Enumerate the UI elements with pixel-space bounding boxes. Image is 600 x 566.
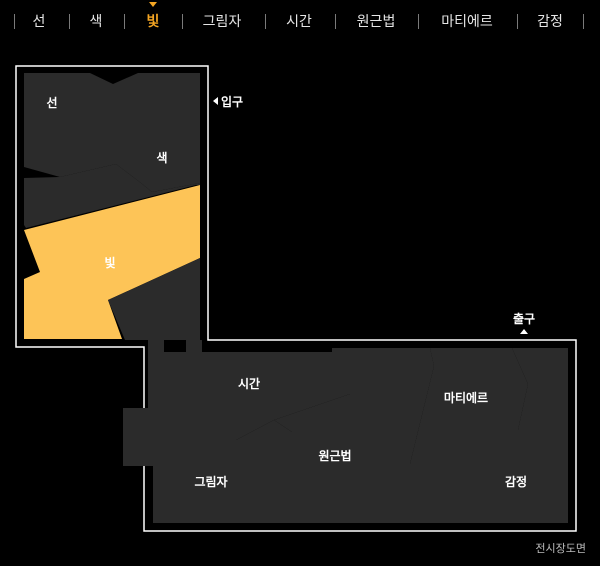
nav-item-emotion[interactable]: 감정: [537, 14, 563, 30]
entrance-arrow-icon: [213, 97, 218, 105]
nav-item-perspective[interactable]: 원근법: [356, 14, 396, 30]
exit-label: 출구: [513, 311, 535, 326]
nav-separator: [418, 14, 419, 29]
exit-arrow-icon: [520, 329, 528, 334]
room-label-emotion: 감정: [505, 474, 527, 489]
nav-separator: [14, 14, 15, 29]
room-line[interactable]: [24, 73, 200, 177]
room-color[interactable]: [116, 133, 200, 192]
map-caption: 전시장도면: [535, 542, 586, 555]
room-label-light: 빛: [104, 255, 115, 270]
nav-separator: [69, 14, 70, 29]
room-emotion-annex: [394, 464, 474, 523]
corridor: [148, 340, 164, 352]
nav-item-line[interactable]: 선: [32, 14, 46, 30]
nav-item-light[interactable]: 빛: [146, 14, 160, 30]
nav-item-time[interactable]: 시간: [286, 14, 312, 30]
room-label-color: 색: [156, 150, 167, 165]
room-label-matiere: 마티에르: [444, 390, 488, 405]
corridor: [186, 340, 202, 352]
nav-item-color[interactable]: 색: [89, 14, 103, 30]
active-caret-icon: [149, 2, 157, 7]
nav-item-shadow[interactable]: 그림자: [202, 14, 242, 30]
room-emotion[interactable]: [474, 348, 568, 523]
nav-separator: [124, 14, 125, 29]
nav-item-matiere[interactable]: 마티에르: [441, 14, 493, 30]
floor-plan-outline: [15, 65, 577, 532]
room-label-line: 선: [46, 95, 57, 110]
entrance-label: 입구: [221, 95, 243, 109]
nav-separator: [265, 14, 266, 29]
room-shadow[interactable]: [123, 352, 292, 523]
nav-separator: [583, 14, 584, 29]
nav-separator: [182, 14, 183, 29]
nav-separator: [335, 14, 336, 29]
room-light[interactable]: [24, 185, 200, 339]
room-matiere[interactable]: [410, 348, 528, 464]
room-color-corridor: [24, 164, 200, 228]
room-light-annex: [108, 258, 200, 340]
room-time[interactable]: [202, 352, 350, 440]
room-label-perspective: 원근법: [318, 448, 351, 463]
section-nav: 선 색 빛 그림자 시간 원근법 마티에르 감정: [0, 0, 600, 46]
room-label-shadow: 그림자: [194, 474, 227, 489]
room-label-time: 시간: [238, 376, 260, 391]
nav-separator: [517, 14, 518, 29]
